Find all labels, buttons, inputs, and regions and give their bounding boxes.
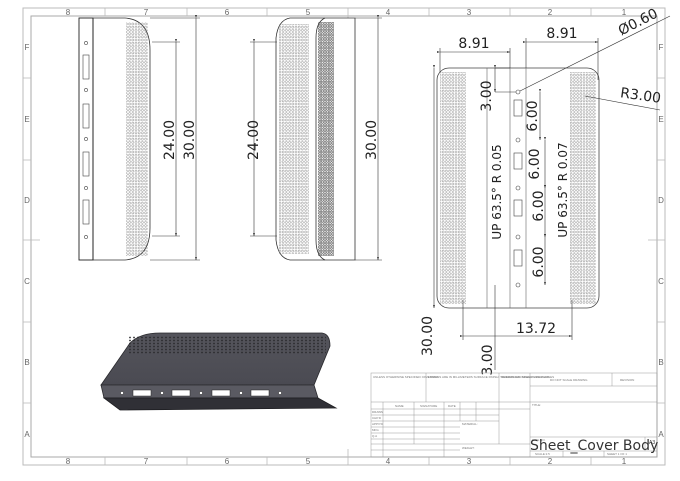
zone-row-label: B	[658, 358, 663, 367]
zone-col-label: 3	[467, 8, 472, 17]
sheet-label: SHEET 1 OF 1	[607, 452, 627, 456]
zone-row-label: F	[659, 43, 664, 52]
col-signature: SIGNATURE	[420, 404, 437, 408]
dim-hole-spacing: 6.00	[527, 148, 543, 179]
do-not-scale-note: DO NOT SCALE DRAWING	[550, 378, 588, 382]
col-date: DATE	[448, 404, 456, 408]
zone-row-label: A	[658, 430, 664, 439]
dim-flat-left-width: 8.91	[458, 36, 489, 52]
zone-row-label: E	[658, 115, 663, 124]
scale-label: SCALE:1:5	[535, 452, 550, 456]
dim-hole-offset: 3.00	[479, 80, 495, 111]
bend-note-right: UP 63.5° R 0.07	[556, 142, 570, 237]
dim-middle-view-inner: 24.00	[246, 120, 262, 160]
row-mfg: MFG	[372, 428, 379, 432]
row-checked: CHK'D	[372, 416, 382, 420]
zone-col-label: 2	[548, 8, 553, 17]
zone-col-label: 5	[306, 457, 311, 466]
dim-hole-spacing: 6.00	[525, 100, 541, 131]
zone-col-label: 5	[306, 8, 311, 17]
zone-row-label: E	[24, 115, 29, 124]
zone-col-label: 4	[386, 457, 391, 466]
dwg-no-label: DWG NO.	[532, 438, 546, 442]
zone-col-label: 7	[144, 8, 149, 17]
middle-view[interactable]: 24.00 30.00	[246, 15, 382, 261]
row-drawn: DRAWN	[372, 410, 383, 414]
dim-middle-view-outer: 30.00	[364, 120, 380, 160]
zone-row-label: D	[658, 196, 664, 205]
title-label: TITLE:	[532, 403, 541, 407]
dim-flat-height: 30.00	[420, 316, 436, 356]
zone-col-label: 8	[66, 8, 71, 17]
zone-col-label: 6	[225, 457, 230, 466]
dim-corner-radius: R3.00	[619, 85, 662, 107]
weight-label: WEIGHT:	[462, 446, 475, 450]
zone-col-label: 4	[386, 8, 391, 17]
bend-note-left: UP 63.5° R 0.05	[490, 144, 504, 239]
paper-size: A3	[649, 440, 655, 446]
flat-pattern-view[interactable]: 8.91 8.91 Ø0.60 R3.00 3.00 6.00 6.00 6.0…	[420, 6, 671, 376]
revision-label: REVISION	[620, 378, 634, 382]
dim-left-view-inner: 24.00	[162, 120, 178, 160]
dim-bottom-width: 13.72	[516, 321, 556, 337]
zone-row-label: B	[24, 358, 29, 367]
zone-col-label: 6	[225, 8, 230, 17]
drawing-name: Sheet_Cover Body	[530, 438, 658, 454]
zone-col-label: 1	[622, 8, 627, 17]
zone-col-label: 1	[622, 457, 627, 466]
dim-hole-spacing: 6.00	[531, 190, 547, 221]
dim-left-view-outer: 30.00	[182, 120, 198, 160]
col-name: NAME	[395, 404, 404, 408]
zone-row-label: F	[25, 43, 30, 52]
title-block-text: UNLESS OTHERWISE SPECIFIED: DIMENSIONS A…	[372, 375, 658, 456]
deburr-note: DEBURR AND BREAK SHARP EDGES	[501, 375, 554, 379]
tolerance-note: UNLESS OTHERWISE SPECIFIED: DIMENSIONS A…	[373, 375, 550, 379]
drawing-border: 8 7 6 5 4 3 2 1 8 7 6 5 4 3 2 1 F E D C …	[22, 7, 666, 466]
zone-row-label: C	[24, 277, 30, 286]
left-view[interactable]: 24.00 30.00	[78, 15, 200, 261]
dim-bottom-offset: 3.00	[480, 344, 496, 375]
row-approved: APPV'D	[372, 422, 384, 426]
zone-col-label: 2	[548, 457, 553, 466]
dim-flat-right-width: 8.91	[546, 26, 577, 42]
zone-row-label: A	[24, 430, 30, 439]
isometric-view[interactable]	[100, 332, 338, 411]
row-qa: Q.A	[372, 434, 377, 438]
title-block	[370, 372, 658, 458]
finish-label: FINISH:	[428, 375, 439, 379]
dim-hole-spacing: 6.00	[531, 246, 547, 277]
zone-col-label: 3	[467, 457, 472, 466]
material-label: MATERIAL:	[462, 422, 478, 426]
zone-row-label: C	[658, 277, 664, 286]
zone-row-label: D	[24, 196, 30, 205]
zone-col-label: 7	[144, 457, 149, 466]
zone-col-label: 8	[66, 457, 71, 466]
